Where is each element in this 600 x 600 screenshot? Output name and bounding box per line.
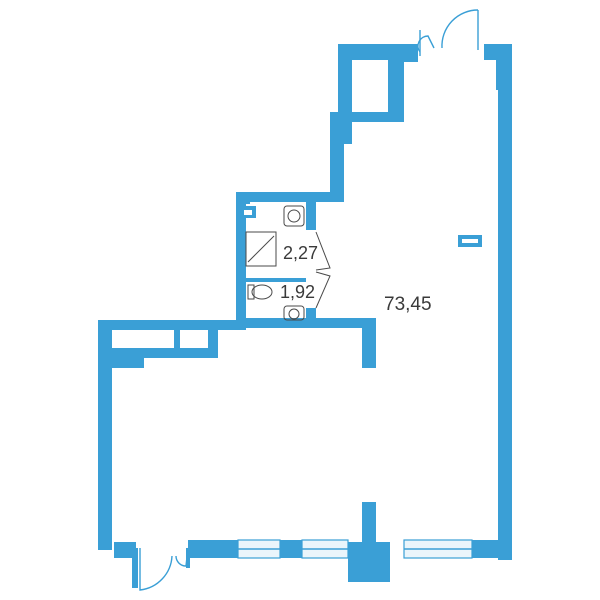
washbasin-icon [283,205,305,227]
wall-segment [306,308,316,324]
fixtures [240,205,305,321]
wall-segment [114,542,136,558]
washbasin-icon [283,305,305,321]
walls [98,44,512,582]
radiator-inner [462,239,478,243]
wall-segment [236,192,344,202]
windows [237,235,482,559]
wall-segment [306,200,316,230]
wall-segment [174,330,180,350]
door-swing-arc [175,547,189,567]
wall-segment [208,330,218,358]
doors [132,9,479,591]
room-area-main: 73,45 [384,294,432,315]
cabinet-inner [244,210,252,215]
wall-segment [338,44,418,60]
wall-segment [98,500,112,550]
wall-segment [246,278,306,282]
door-jamb [132,548,138,588]
wall-segment [112,358,144,368]
room-area-bathroom: 2,27 [283,243,318,263]
wall-segment [108,348,178,358]
wall-segment [188,540,238,558]
wall-segment [498,60,512,560]
wall-segment [100,370,110,510]
washbasin-bowl [287,209,301,223]
wall-segment [352,112,404,122]
wall-segment [98,320,246,330]
wall-segment [98,330,110,370]
shower-icon [245,231,277,267]
door-icon [139,548,173,591]
door-swing-arc [441,9,479,49]
door-jamb [186,548,190,568]
wall-segment [388,60,404,122]
wall-segment [404,44,418,62]
bathroom-door-icon [315,231,331,271]
wall-segment [280,540,302,558]
toilet-icon [251,284,273,300]
wall-segment [348,542,390,582]
toilet-tank [247,284,255,300]
wall-segment [330,112,344,200]
toilet-door-icon [315,271,331,309]
washbasin-bowl [288,308,300,320]
wall-segment [236,196,250,204]
wall-segment [472,540,512,558]
wall-segment [236,318,376,328]
shower-diagonal [247,235,275,263]
wall-segment [362,318,376,368]
wall-segment [236,192,246,320]
wall-segment [176,348,214,358]
room-area-toilet: 1,92 [280,282,315,302]
